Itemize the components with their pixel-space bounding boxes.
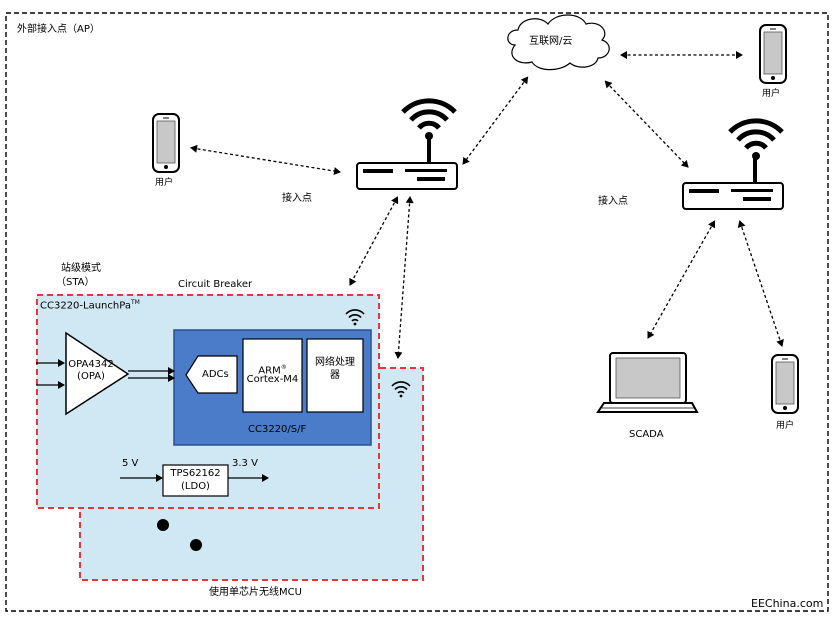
circuit-breaker-label: Circuit Breaker	[178, 279, 253, 290]
connection-arrows	[190, 51, 784, 359]
vout-label: 3.3 V	[232, 458, 258, 469]
cortex-label: Cortex-M4	[246, 374, 299, 385]
arm-reg: ®	[280, 364, 287, 371]
user-label-bottom-right: 用户	[776, 421, 795, 431]
tps62162-block	[162, 464, 229, 497]
opa-triangle	[65, 331, 130, 416]
opa-sub: (OPA)	[77, 371, 105, 382]
wifi-icon-router-left	[403, 101, 455, 140]
arm-block	[242, 338, 303, 413]
launchpad-tm: TM	[130, 299, 140, 306]
phone-icon-left	[152, 113, 180, 173]
opa-signal-lines	[36, 359, 175, 389]
bottom-caption: 使用单芯片无线MCU	[209, 587, 302, 598]
watermark: EEChina.com	[751, 597, 824, 610]
router-icon-left	[356, 132, 458, 190]
cloud-icon	[507, 14, 610, 71]
sta-sub-label: （STA）	[56, 277, 95, 288]
cloud-label: 互联网/云	[529, 36, 573, 47]
arm-label: ARM®	[243, 362, 302, 377]
user-label-left: 用户	[155, 178, 174, 188]
vin-label: 5 V	[122, 458, 139, 469]
arm-text: ARM	[258, 365, 281, 377]
net-proc-label-2: 器	[330, 370, 340, 381]
launchpad-label: CC3220-LaunchPaTM	[40, 297, 140, 312]
phone-icon-top-right	[759, 24, 787, 84]
tps-sub: (LDO)	[181, 481, 210, 492]
net-proc-label-1: 网络处理	[315, 357, 355, 368]
dot-1	[157, 519, 169, 531]
phone-icon-bottom-right	[771, 354, 799, 414]
router-icon-right	[682, 152, 784, 210]
ap-left-label: 接入点	[282, 193, 312, 204]
dot-2	[190, 539, 202, 551]
adcs-block	[185, 355, 238, 394]
tps-name: TPS62162	[170, 468, 221, 479]
sta-label: 站级模式	[61, 263, 101, 274]
network-processor-block	[306, 338, 364, 413]
outer-ap-border	[5, 12, 829, 612]
user-label-top-right: 用户	[762, 89, 781, 99]
laptop-icon	[596, 352, 699, 413]
ap-right-label: 接入点	[598, 196, 628, 207]
outer-title: 外部接入点（AP）	[17, 24, 100, 35]
scada-label: SCADA	[629, 429, 664, 440]
launchpad-name: CC3220-LaunchPa	[40, 300, 131, 312]
wifi-icon-router-right	[730, 121, 782, 160]
cc3220-label: CC3220/S/F	[248, 424, 307, 435]
adcs-label: ADCs	[202, 369, 229, 380]
opa-name: OPA4342	[68, 359, 114, 370]
